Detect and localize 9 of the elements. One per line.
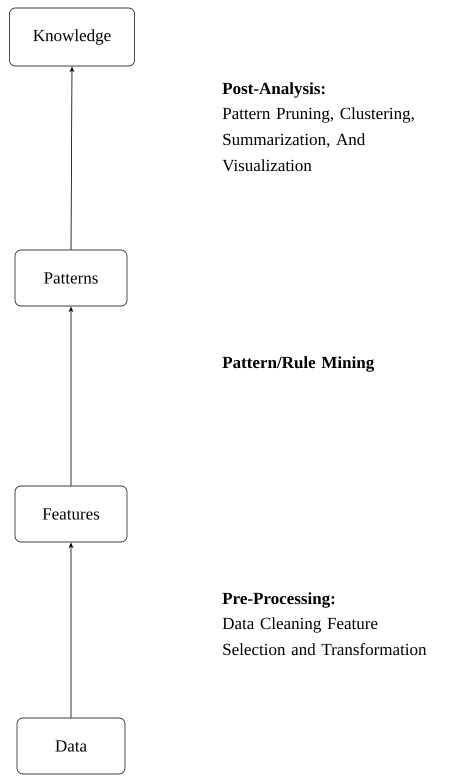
process-box: Knowledge [9, 8, 135, 66]
note-text: Pattern Pruning, Clustering, Summarization, And Visualization [222, 107, 414, 172]
heading: Pattern/Rule Mining [222, 356, 374, 372]
heading: Post-Analysis: [222, 82, 325, 98]
heading: Pre-Processing: [222, 592, 334, 608]
process-box: Features [14, 486, 128, 542]
process-box: Patterns [14, 250, 128, 306]
note-text: Data Cleaning Feature Selection and Transformation [222, 617, 426, 656]
process-box: Data [16, 718, 126, 774]
